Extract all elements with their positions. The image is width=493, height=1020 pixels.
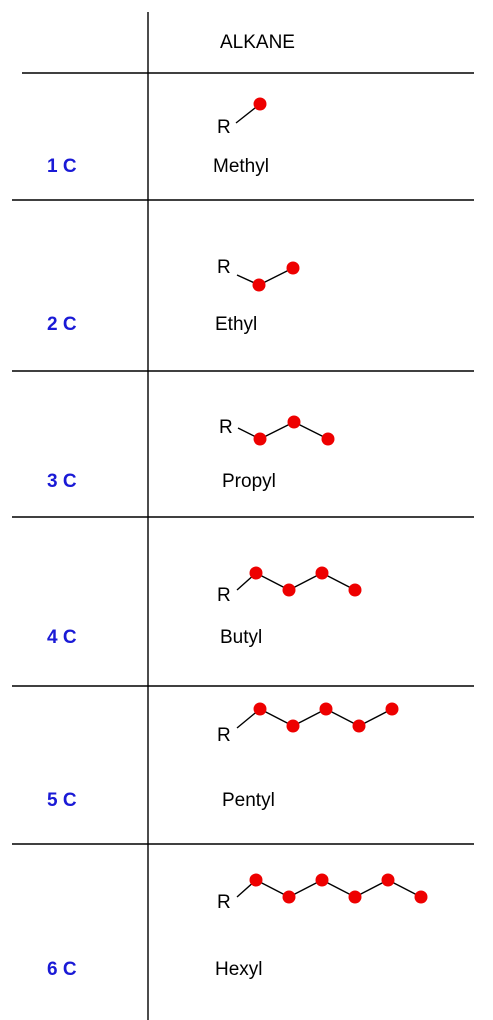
alkyl-name-label: Pentyl: [222, 790, 275, 811]
carbon-atom: [253, 432, 267, 446]
alkyl-name-label: Hexyl: [215, 959, 263, 980]
table-row: 2 C Ethyl R: [47, 257, 300, 335]
substituent-label: R: [219, 417, 233, 438]
alkyl-name-label: Propyl: [222, 471, 276, 492]
carbon-atom: [414, 890, 428, 904]
carbon-atom: [249, 566, 263, 580]
carbon-count-label: 2 C: [47, 314, 77, 335]
carbon-atom: [282, 890, 296, 904]
carbon-count-label: 1 C: [47, 156, 77, 177]
carbon-atom: [321, 432, 335, 446]
table-row: 3 C Propyl R: [47, 415, 335, 492]
alkyl-name-label: Ethyl: [215, 314, 257, 335]
carbon-count-label: 3 C: [47, 471, 77, 492]
carbon-atom: [282, 583, 296, 597]
carbon-atom: [315, 873, 329, 887]
alkyl-name-label: Methyl: [213, 156, 269, 177]
substituent-label: R: [217, 117, 231, 138]
skeletal-structure: [236, 261, 300, 292]
carbon-count-label: 5 C: [47, 790, 77, 811]
carbon-atom: [348, 583, 362, 597]
carbon-atom: [287, 415, 301, 429]
carbon-atom: [253, 97, 267, 111]
table-row: 6 C Hexyl R: [47, 873, 428, 980]
substituent-label: R: [217, 725, 231, 746]
carbon-atom: [381, 873, 395, 887]
skeletal-structure: [236, 873, 428, 904]
carbon-count-label: 6 C: [47, 959, 77, 980]
carbon-atom: [348, 890, 362, 904]
carbon-atom: [315, 566, 329, 580]
table-row: 4 C Butyl R: [47, 566, 362, 648]
carbon-atom: [286, 719, 300, 733]
carbon-atom: [319, 702, 333, 716]
carbon-atom: [252, 278, 266, 292]
carbon-atom: [253, 702, 267, 716]
skeletal-structure: [236, 566, 362, 597]
carbon-atom: [385, 702, 399, 716]
substituent-label: R: [217, 257, 231, 278]
carbon-atom: [286, 261, 300, 275]
alkyl-name-label: Butyl: [220, 627, 262, 648]
carbon-atom: [249, 873, 263, 887]
substituent-label: R: [217, 892, 231, 913]
skeletal-structure: [237, 415, 335, 446]
table-row: 5 C Pentyl R: [47, 702, 399, 811]
skeletal-structure: [236, 702, 399, 733]
substituent-label: R: [217, 585, 231, 606]
carbon-count-label: 4 C: [47, 627, 77, 648]
table-row: 1 C Methyl R: [47, 97, 269, 177]
column-header: ALKANE: [220, 32, 295, 53]
skeletal-structure: [235, 97, 267, 124]
carbon-atom: [352, 719, 366, 733]
